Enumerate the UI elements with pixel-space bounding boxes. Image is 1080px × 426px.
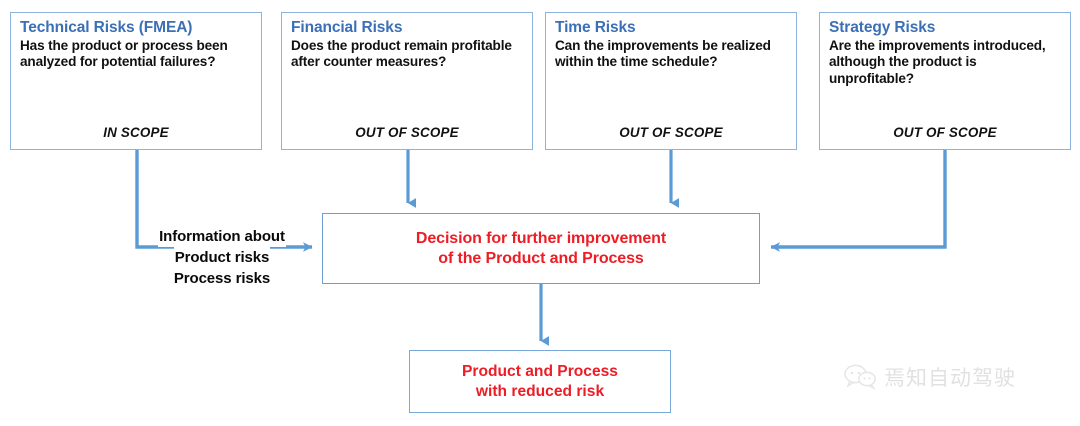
result-box-text: Product and Process with reduced risk: [462, 363, 618, 400]
decision-box-text: Decision for further improvement of the …: [415, 229, 667, 267]
information-label-line-2: Product risks: [173, 247, 271, 268]
risk-box-question: Has the product or process been analyzed…: [20, 38, 228, 70]
risk-box-financial-risks[interactable]: Financial Risks Does the product remain …: [281, 12, 533, 150]
risk-box-title: Technical Risks (FMEA): [20, 19, 193, 36]
risk-box-title: Financial Risks: [291, 19, 403, 36]
risk-box-scope-badge: IN SCOPE: [103, 125, 169, 140]
information-label-line-1: Information about: [158, 226, 286, 247]
information-label-line-3: Process risks: [172, 268, 272, 289]
risk-box-question: Are the improvements introduced, althoug…: [829, 38, 1046, 86]
information-about-label: Information about Product risks Process …: [132, 226, 312, 289]
risk-box-technical-risks[interactable]: Technical Risks (FMEA) Has the product o…: [10, 12, 262, 150]
risk-box-strategy-risks[interactable]: Strategy Risks Are the improvements intr…: [819, 12, 1071, 150]
risk-box-time-risks[interactable]: Time Risks Can the improvements be reali…: [545, 12, 797, 150]
decision-box[interactable]: Decision for further improvement of the …: [322, 213, 760, 284]
watermark: 焉知自动驾驶: [843, 362, 1016, 392]
risk-box-question: Can the improvements be realized within …: [555, 38, 771, 70]
result-box[interactable]: Product and Process with reduced risk: [409, 350, 671, 413]
risk-box-question: Does the product remain profitable after…: [291, 38, 512, 70]
risk-box-scope-badge: OUT OF SCOPE: [893, 125, 997, 140]
wechat-bubble-icon: [844, 364, 876, 390]
watermark-text: 焉知自动驾驶: [884, 366, 1016, 390]
connector-strategy-to-decision: [770, 150, 947, 252]
risk-box-title: Time Risks: [555, 19, 636, 36]
risk-box-title: Strategy Risks: [829, 19, 936, 36]
risk-box-scope-badge: OUT OF SCOPE: [355, 125, 459, 140]
risk-box-scope-badge: OUT OF SCOPE: [619, 125, 723, 140]
